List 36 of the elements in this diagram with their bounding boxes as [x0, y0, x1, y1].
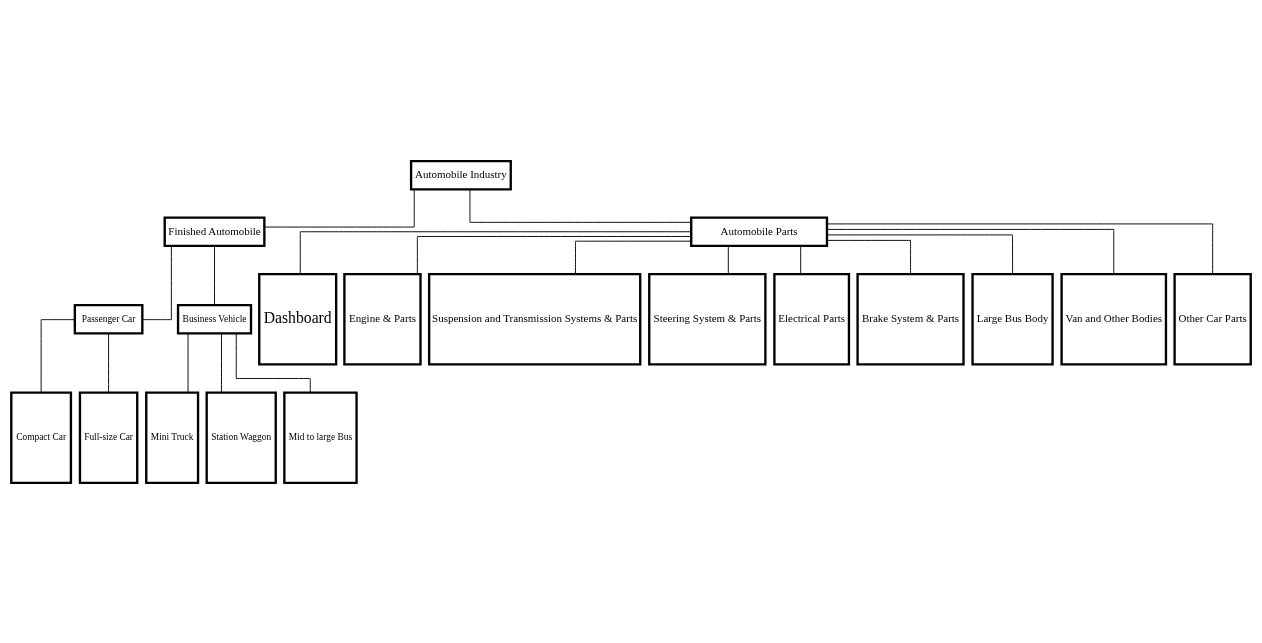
node-box: Business Vehicle	[176, 303, 253, 335]
connector	[727, 245, 729, 274]
connector	[214, 245, 215, 306]
connector	[826, 239, 911, 275]
connector	[299, 230, 692, 274]
connector	[187, 332, 189, 393]
node-box: Passenger Car	[73, 303, 144, 335]
node-box: Brake System & Parts	[856, 272, 965, 366]
connector	[800, 245, 802, 274]
node-box: Mini Truck	[145, 390, 200, 484]
connector	[826, 228, 1115, 275]
node-box: Compact Car	[10, 390, 73, 484]
node-box: Suspension and Transmission Systems & Parts	[427, 272, 642, 366]
connector	[416, 235, 692, 274]
connector	[221, 332, 222, 393]
node-box: Mid to large Bus	[283, 390, 358, 484]
connector	[575, 240, 692, 275]
connector	[108, 332, 110, 393]
node-box: Automobile Industry	[409, 159, 512, 191]
node-box: Other Car Parts	[1173, 272, 1252, 366]
connector	[263, 188, 415, 227]
node-box: Electrical Parts	[773, 272, 851, 366]
node-box: Full-size Car	[78, 390, 139, 484]
node-box: Van and Other Bodies	[1060, 272, 1168, 366]
node-box: Steering System & Parts	[648, 272, 767, 366]
node-box: Engine & Parts	[343, 272, 422, 366]
node-box: Station Waggon	[205, 390, 277, 484]
node-box: Finished Automobile	[163, 215, 266, 247]
node-box: Dashboard	[258, 272, 338, 366]
node-box: Large Bus Body	[971, 272, 1054, 366]
node-box: Automobile Parts	[690, 215, 829, 247]
connector	[826, 222, 1214, 275]
connector	[469, 188, 692, 223]
connector	[40, 318, 76, 393]
connector	[142, 245, 172, 320]
connector	[826, 233, 1014, 275]
